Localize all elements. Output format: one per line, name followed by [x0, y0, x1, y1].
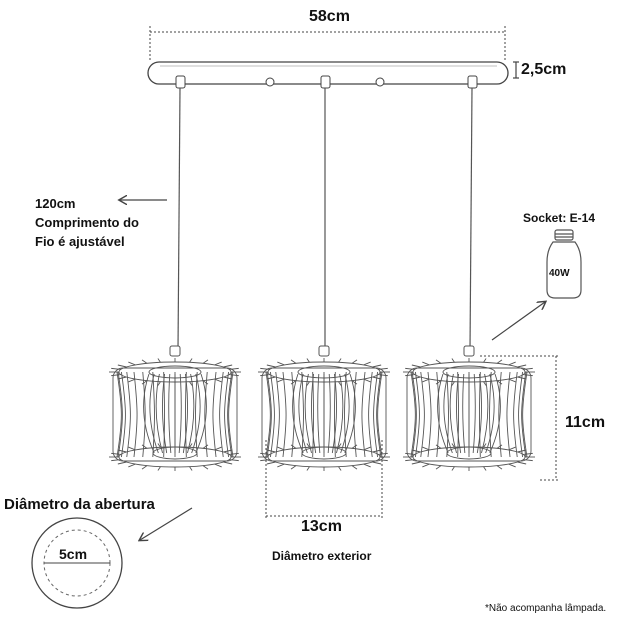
canopy-width-dimension	[149, 26, 506, 60]
canopy-screws	[265, 77, 385, 87]
lamp-shade-left	[109, 345, 241, 471]
lamp-shade-right	[403, 345, 535, 471]
wattage-label: 40W	[549, 268, 570, 279]
opening-arrow	[140, 507, 193, 540]
opening-diameter-label: 5cm	[59, 546, 88, 562]
lamp-shade-center	[258, 345, 390, 471]
socket-label: Socket: E-14	[523, 211, 596, 225]
shade-diameter-label: 13cm	[301, 518, 342, 535]
shade-height-label: 11cm	[565, 414, 606, 431]
lamp-height-dimension	[480, 355, 560, 481]
opening-title: Diâmetro da abertura	[4, 496, 155, 513]
shade-diameter-caption: Diâmetro exterior	[272, 549, 372, 563]
exterior-diameter-dimension	[265, 440, 383, 520]
cable-note-line2: Fio é ajustável	[35, 234, 125, 249]
cable-grips	[175, 75, 478, 89]
cable-length-label: 120cm	[35, 196, 76, 211]
canopy-width-label: 58cm	[309, 8, 350, 25]
cable-note-line1: Comprimento do	[35, 215, 139, 230]
canopy-height-label: 2,5cm	[521, 61, 567, 78]
pendant-cables	[177, 87, 473, 351]
bulb-arrow	[491, 302, 545, 341]
bulb-icon	[546, 229, 582, 299]
opening-diameter-diagram	[31, 517, 123, 609]
footnote: *Não acompanha lâmpada.	[485, 603, 607, 614]
canopy-height-dimension	[513, 61, 519, 79]
cable-note: 120cm Comprimento do Fio é ajustável	[35, 194, 139, 251]
